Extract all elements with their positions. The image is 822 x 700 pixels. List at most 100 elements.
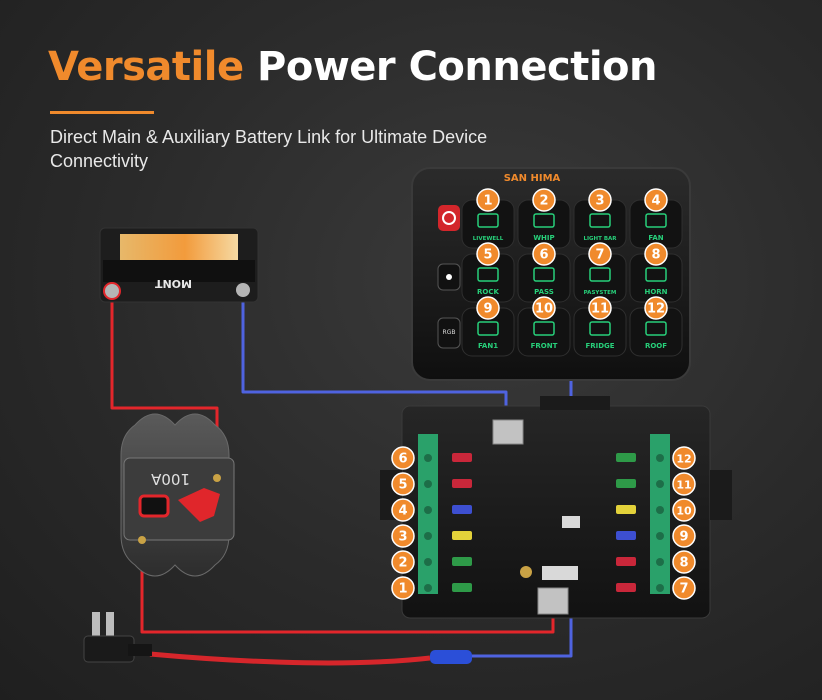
screw-terminal <box>424 480 432 488</box>
circuit-breaker: 100A <box>120 413 235 577</box>
switch-button-2[interactable]: WHIP 2 <box>517 188 571 249</box>
whip-flag-icon <box>533 213 555 228</box>
switch-number: 7 <box>595 248 604 263</box>
fan-icon <box>645 213 667 228</box>
switch-number-badge <box>476 296 500 320</box>
livewell-icon <box>477 213 499 228</box>
switch-label: FRIDGE <box>585 342 614 350</box>
rgb-button-label: RGB <box>443 329 456 336</box>
fuse <box>452 557 472 566</box>
headline-accent: Versatile <box>48 44 244 90</box>
fuse <box>452 505 472 514</box>
fuse <box>616 479 636 488</box>
fuse <box>616 505 636 514</box>
screw-terminal <box>424 584 432 592</box>
switch-label: LIGHT BAR <box>583 236 617 242</box>
switch-number: 5 <box>483 248 492 263</box>
switch-number-badge <box>532 188 556 212</box>
switch-number-badge <box>476 188 500 212</box>
fridge-text <box>589 321 611 336</box>
screw-terminal <box>424 532 432 540</box>
switch-label: HORN <box>644 288 667 296</box>
terminal-number-badge <box>391 446 415 470</box>
switch-number-badge <box>644 242 668 266</box>
screw-terminal <box>656 480 664 488</box>
screw-terminal <box>424 506 432 514</box>
switch-number-badge <box>644 188 668 212</box>
switch-number-badge <box>588 242 612 266</box>
breaker-reset-button <box>138 494 170 518</box>
fuse <box>452 583 472 592</box>
switch-label: FRONT <box>531 342 558 350</box>
terminal-number-badge <box>391 498 415 522</box>
ground-bus-terminal <box>492 419 524 445</box>
terminal-number-badge <box>672 498 696 522</box>
switch-number-badge <box>476 242 500 266</box>
screw-terminal <box>656 584 664 592</box>
fuse <box>616 583 636 592</box>
subtitle: Direct Main & Auxiliary Battery Link for… <box>50 127 488 171</box>
terminal-number-badge <box>391 472 415 496</box>
headline-underline <box>50 111 154 114</box>
pa-system-icon <box>589 267 611 282</box>
rock-light-icon <box>477 267 499 282</box>
switch-label: LIVEWELL <box>473 236 504 242</box>
fan-icon <box>477 321 499 336</box>
headline: Versatile Power Connection <box>48 44 657 90</box>
fuse <box>452 453 472 462</box>
switch-number-badge <box>588 296 612 320</box>
terminal-number: 5 <box>398 478 407 493</box>
terminal-number-badge <box>672 446 696 470</box>
terminal-number: 8 <box>679 556 688 571</box>
terminal-number: 11 <box>676 479 691 492</box>
fuse <box>616 557 636 566</box>
switch-number: 2 <box>539 194 548 209</box>
switch-label: WHIP <box>533 234 554 242</box>
breaker-rating: 100A <box>150 470 190 488</box>
light-bar-icon <box>589 213 611 228</box>
terminal-number-badge <box>672 576 696 600</box>
fuse <box>616 531 636 540</box>
switch-number: 1 <box>483 194 492 209</box>
headline-rest: Power Connection <box>257 44 657 90</box>
switch-number: 12 <box>647 302 665 317</box>
add-a-fuse-icon <box>83 612 472 664</box>
add-a-fuse-lead <box>149 651 431 666</box>
switch-label: FAN <box>648 234 663 242</box>
terminal-number: 10 <box>676 505 692 518</box>
power-button <box>438 205 460 231</box>
panel-brand: SAN HIMA <box>504 173 561 184</box>
terminal-number: 12 <box>676 453 691 466</box>
switch-label: PASS <box>534 288 554 296</box>
rgb-button <box>437 317 461 349</box>
switch-number-badge <box>532 242 556 266</box>
headlight-icon <box>645 321 667 336</box>
pass-icon <box>533 267 555 282</box>
fuse <box>616 453 636 462</box>
screw-terminal <box>656 532 664 540</box>
screw-terminal <box>656 454 664 462</box>
terminal-number: 9 <box>679 530 688 545</box>
terminal-number-badge <box>672 472 696 496</box>
terminal-number: 4 <box>398 504 407 519</box>
terminal-number-badge <box>672 550 696 574</box>
terminal-number-badge <box>391 524 415 548</box>
controller-connector <box>562 516 580 528</box>
main-power-terminal <box>537 587 569 615</box>
fuse <box>452 479 472 488</box>
screw-terminal <box>656 558 664 566</box>
breaker-trip-lever <box>178 488 220 522</box>
